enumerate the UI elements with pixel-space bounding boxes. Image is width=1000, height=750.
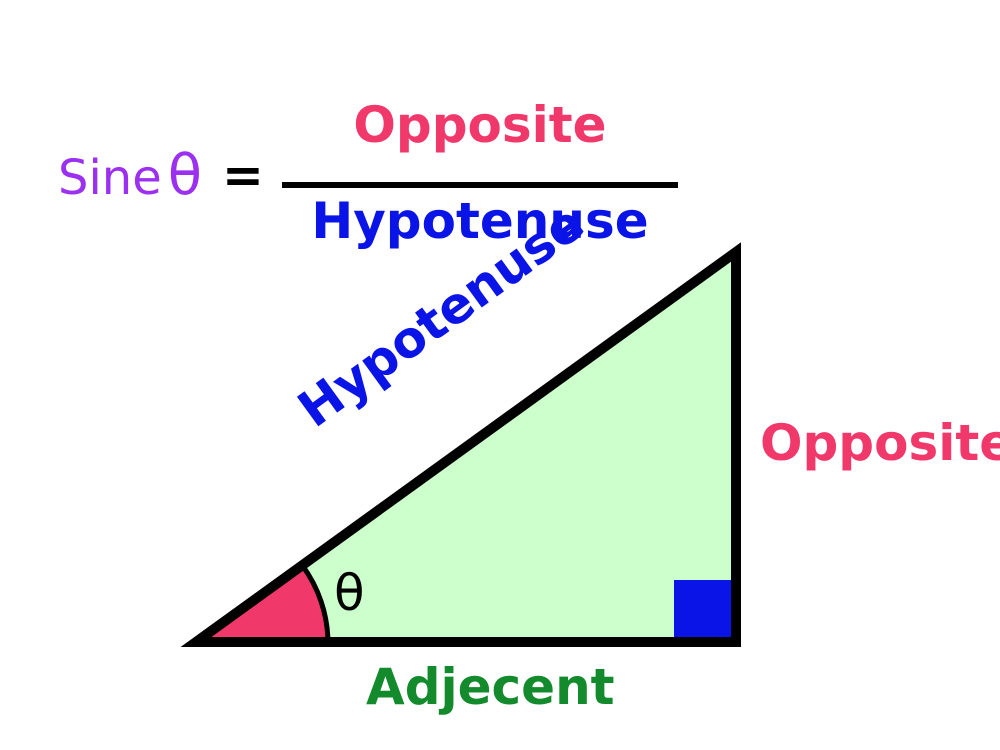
angle-theta-label: θ [334, 564, 365, 622]
formula-equals-sign: = [222, 146, 264, 204]
adjacent-side-label: Adjecent [366, 658, 615, 716]
sine-function-name: Sine [58, 150, 162, 206]
triangle-outline [180, 242, 741, 647]
fraction-bar [282, 182, 678, 188]
fraction-denominator: Hypotenuse [311, 192, 649, 250]
formula-theta-symbol: θ [167, 143, 203, 208]
right-angle-marker [674, 580, 732, 638]
angle-arc [299, 563, 331, 643]
fraction-numerator: Opposite [353, 96, 607, 154]
opposite-side-label: Opposite [760, 414, 1000, 472]
